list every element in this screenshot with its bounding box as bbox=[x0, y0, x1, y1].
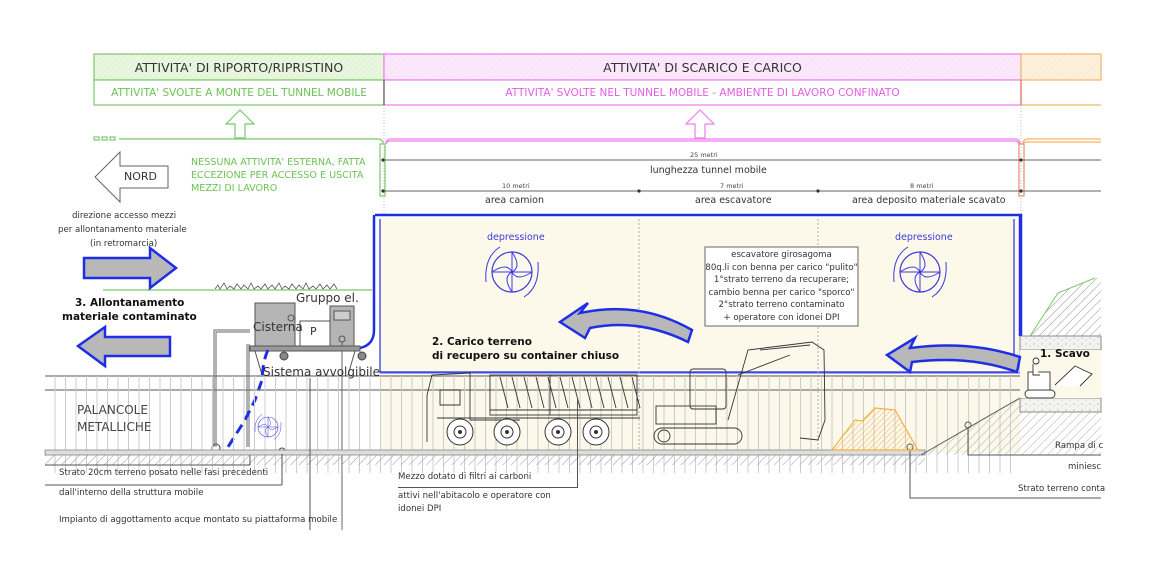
dim-area3-label: area deposito materiale scavato bbox=[852, 195, 1006, 206]
north-label: NORD bbox=[124, 170, 157, 183]
note-rampa-1: Rampa di c bbox=[1055, 441, 1104, 451]
note-strato-cont: Strato terreno conta bbox=[1018, 484, 1106, 494]
note-mezzo-3: idonei DPI bbox=[398, 504, 442, 514]
north-note-line2: ECCEZIONE PER ACCESSO E USCITA bbox=[191, 170, 364, 181]
fan-blade bbox=[491, 251, 533, 293]
access-direction-3: (in retromarcia) bbox=[90, 239, 158, 249]
wheel-hub bbox=[589, 425, 603, 439]
rotation-arrow-icon bbox=[893, 246, 909, 283]
wheel-center bbox=[505, 430, 509, 434]
note-strato-2: dall'interno della struttura mobile bbox=[59, 488, 204, 498]
excavator-note: escavatore girosagoma 80q.li con benna p… bbox=[705, 249, 858, 325]
tarp-line bbox=[619, 376, 629, 409]
wheel-center bbox=[556, 430, 560, 434]
step3-line1: 3. Allontanamento bbox=[75, 297, 185, 309]
tarp-line bbox=[523, 376, 533, 409]
tarp-line bbox=[607, 376, 617, 409]
access-direction-2: per allontanamento materiale bbox=[58, 225, 187, 235]
tarp-line bbox=[559, 376, 569, 409]
fan-blade bbox=[899, 251, 941, 293]
rotation-arrow-icon bbox=[254, 414, 263, 433]
fan1-label: depressione bbox=[487, 232, 545, 243]
tarp-line bbox=[595, 376, 605, 409]
step2-line1: 2. Carico terreno bbox=[432, 336, 532, 348]
wheel-hub bbox=[500, 425, 514, 439]
step1-label: 1. Scavo bbox=[1040, 348, 1090, 360]
note-mezzo-2: attivi nell'abitacolo e operatore con bbox=[398, 491, 551, 501]
tarp-line bbox=[511, 376, 521, 409]
excavator-note-line: escavatore girosagoma bbox=[731, 250, 832, 260]
header-scarico-subtitle: ATTIVITA' SVOLTE NEL TUNNEL MOBILE - AMB… bbox=[505, 86, 900, 99]
mezzo-leader bbox=[577, 398, 578, 488]
note-mezzo-1: Mezzo dotato di filtri ai carboni bbox=[398, 472, 532, 482]
excavator-note-line: 1°strato terreno da recuperare; bbox=[713, 275, 850, 286]
note-impianto: Impianto di aggottamento acque montato s… bbox=[59, 515, 338, 525]
excavator-note-line: 80q.li con benna per carico "pulito" bbox=[705, 262, 858, 273]
rotation-arrow-icon bbox=[931, 261, 947, 298]
north-note-line3: MEZZI DI LAVORO bbox=[191, 183, 278, 194]
note-rampa-2: miniesc bbox=[1068, 462, 1102, 472]
note-strato-1: Strato 20cm terreno posato nelle fasi pr… bbox=[59, 468, 269, 478]
rotation-arrow-icon bbox=[523, 261, 539, 298]
tarp-line bbox=[583, 376, 593, 409]
tarp-line bbox=[631, 376, 641, 409]
rotation-arrow-icon bbox=[485, 246, 501, 283]
dim-area2-label: area escavatore bbox=[695, 195, 772, 206]
wheel-center bbox=[458, 430, 462, 434]
header-scarico-title: ATTIVITA' DI SCARICO E CARICO bbox=[603, 59, 802, 75]
wheel-hub bbox=[551, 425, 565, 439]
dim-area1-label: area camion bbox=[485, 195, 544, 206]
pump-label: P bbox=[310, 325, 317, 338]
cisterna-label: Cisterna bbox=[253, 320, 303, 334]
dim-area1-value: 10 metri bbox=[502, 182, 530, 190]
header-riporto-title: ATTIVITA' DI RIPORTO/RIPRISTINO bbox=[134, 59, 344, 75]
wheel-center bbox=[594, 430, 598, 434]
palancole-line1: PALANCOLE bbox=[77, 403, 148, 417]
dim-total-value: 25 metri bbox=[690, 151, 718, 159]
palancole-line2: METALLICHE bbox=[77, 420, 152, 434]
tarp-line bbox=[535, 376, 545, 409]
tarp-line bbox=[547, 376, 557, 409]
excavator-note-line: cambio benna per carico "sporco" bbox=[708, 287, 855, 298]
wheel-hub bbox=[453, 425, 467, 439]
dim-area2-value: 7 metri bbox=[720, 182, 744, 190]
avvolgibile-label: Sistema avvolgibile bbox=[263, 365, 380, 379]
header-riporto-subtitle: ATTIVITA' SVOLTE A MONTE DEL TUNNEL MOBI… bbox=[111, 86, 367, 99]
rotation-arrow-icon bbox=[273, 421, 282, 440]
tarp-line bbox=[571, 376, 581, 409]
fan-blade bbox=[257, 416, 279, 438]
step2-line2: di recupero su container chiuso bbox=[432, 350, 620, 362]
tarp-line bbox=[499, 376, 509, 409]
gruppo-label: Gruppo el. bbox=[296, 291, 359, 305]
north-note-line1: NESSUNA ATTIVITA' ESTERNA, FATTA bbox=[191, 157, 366, 168]
excavator-note-line: + operatore con idonei DPI bbox=[723, 312, 840, 323]
mezzo-underline bbox=[398, 487, 578, 488]
access-direction-1: direzione accesso mezzi bbox=[72, 211, 177, 221]
dim-area3-value: 8 metri bbox=[910, 182, 934, 190]
step3-line2: materiale contaminato bbox=[62, 311, 197, 323]
excavator-note-line: 2°strato terreno contaminato bbox=[718, 300, 845, 311]
dim-total-label: lunghezza tunnel mobile bbox=[650, 165, 767, 176]
fan2-label: depressione bbox=[895, 232, 953, 243]
